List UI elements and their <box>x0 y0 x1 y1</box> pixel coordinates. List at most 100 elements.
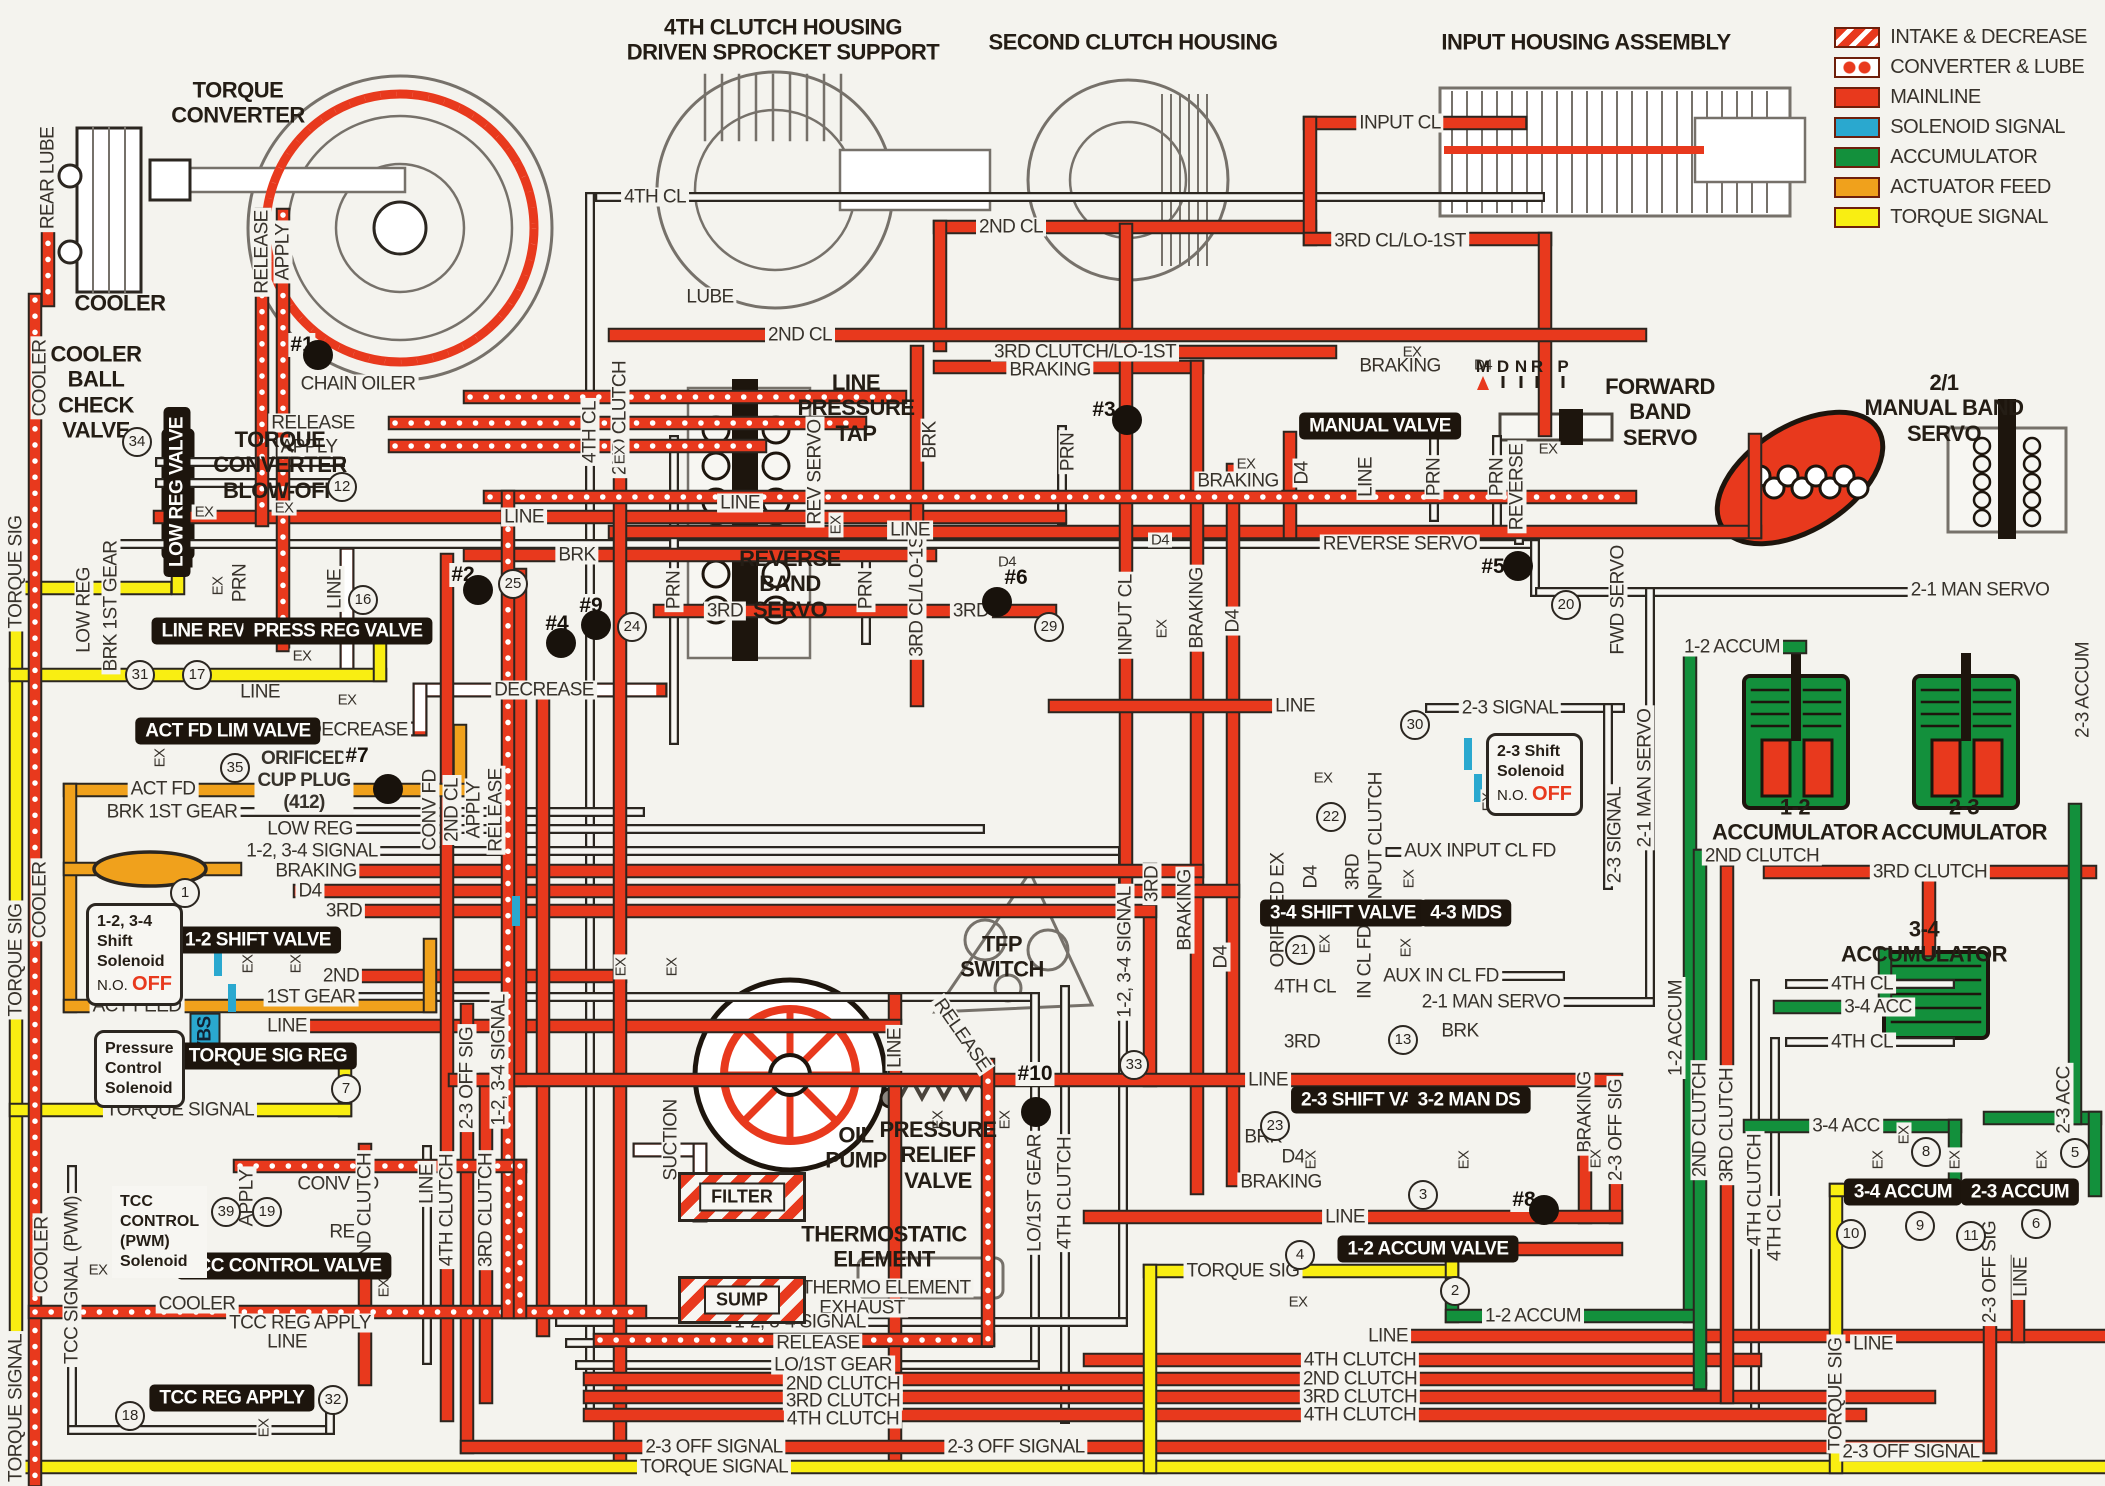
diagram-label: BRAKING <box>1175 866 1196 954</box>
diagram-label: EX <box>289 648 315 664</box>
section-title: REVERSE BAND SERVO <box>739 546 841 622</box>
legend-label: ACTUATOR FEED <box>1890 176 2051 198</box>
diagram-label: LINE <box>717 493 763 513</box>
checkball-icon <box>1021 1097 1051 1127</box>
diagram-label: BRK 1ST GEAR <box>101 537 122 675</box>
checkball-icon <box>546 628 576 658</box>
diagram-label: INPUT CLUTCH <box>1366 769 1387 907</box>
diagram-label: LINE <box>1356 454 1377 500</box>
valve-plate: 3-4 ACCUM <box>1843 1178 1963 1206</box>
diagram-label: EX <box>2034 1147 2051 1173</box>
diagram-label: SUCTION <box>661 1096 682 1184</box>
diagram-label: EX <box>1535 441 1561 457</box>
diagram-label: BRK <box>555 545 599 565</box>
diagram-label: 4TH CL <box>1271 977 1339 997</box>
diagram-label: EX <box>997 1107 1014 1133</box>
solenoid-label: CONTROL <box>120 1213 200 1230</box>
diagram-label: BRAKING <box>1194 471 1282 491</box>
orifice-number: 10 <box>1836 1219 1866 1249</box>
diagram-label: APPLY <box>273 220 294 284</box>
diagram-label: EX <box>271 500 297 516</box>
diagram-label: D4 <box>1278 1147 1308 1167</box>
diagram-label: 2-1 MAN SERVO <box>1907 580 2053 600</box>
diagram-label: 1-2 ACCUM <box>1482 1306 1584 1326</box>
diagram-label: 3RD CLUTCH <box>1869 862 1991 882</box>
diagram-label: 4TH CL <box>1828 1032 1896 1052</box>
diagram-label: D4 <box>1292 458 1313 488</box>
legend-label: ACCUMULATOR <box>1890 146 2038 168</box>
solenoid-status: N.O. OFF <box>1497 783 1573 805</box>
diagram-label: 4TH CLUTCH <box>1055 1133 1076 1253</box>
diagram-label: EX <box>1303 1147 1320 1173</box>
diagram-label: 2-3 ACCUM <box>2073 639 2094 741</box>
section-title: COOLER BALL CHECK VALVE <box>50 341 142 443</box>
gear-indicator-tick <box>1501 376 1505 388</box>
diagram-label: 2-1 MAN SERVO <box>1418 992 1564 1012</box>
diagram-label: 4TH CLUTCH <box>437 1150 458 1270</box>
section-title: PRESSURE RELIEF VALVE <box>879 1117 997 1193</box>
diagram-label: 3RD CLUTCH <box>476 1149 497 1271</box>
legend-swatch-intake-icon <box>1834 27 1881 48</box>
diagram-label: 4TH CLUTCH <box>1300 1350 1420 1370</box>
diagram-label: AUX IN CL FD <box>1380 966 1502 986</box>
gear-indicator-tick <box>1535 376 1539 388</box>
section-title: 1-2 ACCUMULATOR <box>1712 794 1879 845</box>
diagram-label: 2ND CLUTCH <box>1299 1369 1421 1389</box>
gear-indicator-tick <box>1519 376 1523 388</box>
diagram-label: 3-4 ACC <box>1809 1116 1883 1136</box>
diagram-label: LINE <box>1322 1207 1368 1227</box>
diagram-label: D4 <box>1223 606 1244 636</box>
orifice-number: 20 <box>1551 590 1581 620</box>
section-title: 3-4 ACCUMULATOR <box>1841 916 2008 967</box>
diagram-label: REAR LUBE <box>38 123 59 233</box>
diagram-label: 2ND CLUTCH <box>782 1374 904 1394</box>
diagram-label: EX <box>1399 344 1425 360</box>
diagram-label: EX <box>210 573 227 599</box>
gear-indicator-letter: P <box>1557 357 1569 376</box>
legend-label: TORQUE SIGNAL <box>1890 206 2048 228</box>
diagram-label: 3RD CL/LO-1ST <box>907 522 928 660</box>
diagram-label: CHAIN OILER <box>297 374 419 394</box>
diagram-label: EX <box>1398 935 1415 961</box>
legend-label: MAINLINE <box>1890 86 1981 108</box>
legend-item: MAINLINE <box>1834 86 2087 109</box>
diagram-label: 2-1 MAN SERVO <box>1635 705 1656 851</box>
diagram-label: EX <box>191 504 217 520</box>
diagram-label: EX <box>1947 1147 1964 1173</box>
diagram-label: COOLER <box>30 336 51 420</box>
diagram-label: APPLY <box>464 778 485 842</box>
diagram-label: PRN <box>664 567 685 613</box>
diagram-label: ACT FD <box>127 779 199 799</box>
diagram-label: COOLER <box>32 1213 53 1297</box>
diagram-label: BRAKING <box>1237 1172 1325 1192</box>
gear-indicator-arrow-icon <box>1477 376 1489 390</box>
diagram-label: RELEASE <box>486 765 507 855</box>
diagram-label: 2ND CLUTCH <box>1690 1059 1711 1181</box>
diagram-label: RELEASE <box>252 207 273 297</box>
diagram-label: EX <box>664 954 681 980</box>
orifice-number: 23 <box>1260 1111 1290 1141</box>
gear-indicator-letter: R <box>1530 357 1544 376</box>
diagram-label: THERMO ELEMENT <box>798 1278 974 1298</box>
checkball-icon <box>1529 1195 1559 1225</box>
checkball-number: #5 <box>1479 555 1507 579</box>
diagram-label: 2-3 ACC <box>2054 1063 2075 1137</box>
checkball-icon <box>303 340 333 370</box>
diagram-label: 3RD <box>1280 1032 1324 1052</box>
diagram-label: PRN <box>1058 429 1079 475</box>
orifice-number: 21 <box>1285 935 1315 965</box>
orifice-number: 8 <box>1911 1137 1941 1167</box>
diagram-label: BRK <box>1438 1021 1482 1041</box>
diagram-label: 2-3 OFF SIGNAL <box>944 1437 1088 1457</box>
gear-indicator-letter: M <box>1475 357 1491 376</box>
diagram-label: 3RD CLUTCH <box>782 1391 904 1411</box>
diagram-label: 4TH CLUTCH <box>1300 1405 1420 1425</box>
diagram-label: 4TH CL <box>1828 974 1896 994</box>
orifice-number: 6 <box>2021 1209 2051 1239</box>
orifice-number: 39 <box>211 1197 241 1227</box>
diagram-label: 3RD <box>1142 862 1163 906</box>
diagram-label: 2-3 OFF SIGNAL <box>642 1437 786 1457</box>
